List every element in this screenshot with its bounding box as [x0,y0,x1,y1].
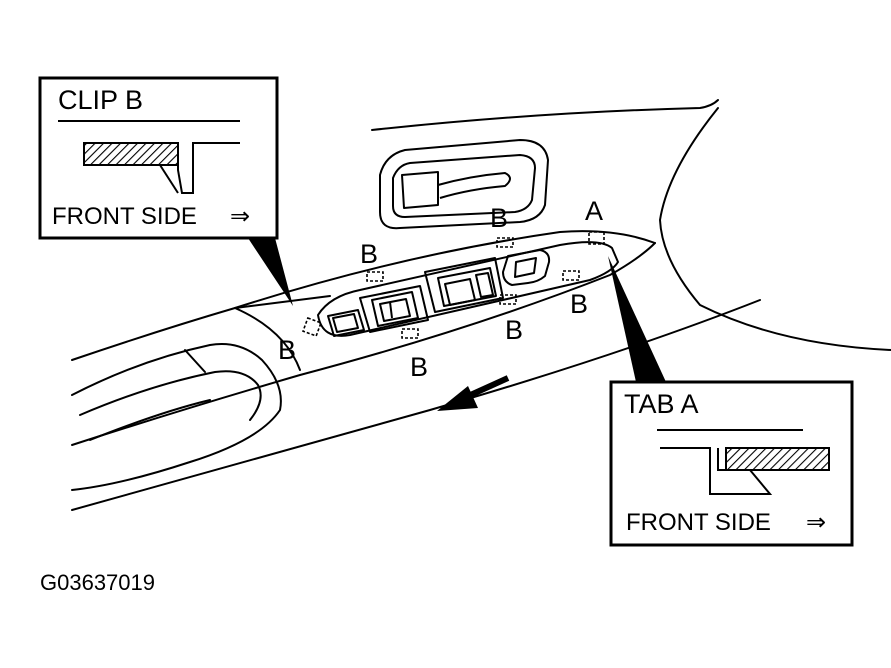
clip-b-bottom-left [401,328,419,339]
inset-clip-b-title: CLIP B [58,85,143,115]
inset-clip-b-front-label: FRONT SIDE [52,203,197,230]
clip-b-left [302,317,322,337]
callout-a: A [585,196,603,226]
tab-a-hatched-panel [725,447,830,471]
power-window-switches [317,241,619,337]
leader-wedges [248,238,666,382]
inset-clip-b: CLIP B FRONT SIDE ⇒ [38,76,279,240]
inset-tab-a-title: TAB A [624,389,699,419]
callout-b-3: B [278,335,296,365]
inset-tab-a: TAB A FRONT SIDE ⇒ [609,380,854,547]
clip-b-top-middle [496,237,514,248]
clip-b-leader [248,238,293,306]
figure-id: G03637019 [40,570,155,595]
inset-tab-a-arrow-icon: ⇒ [806,509,826,536]
callout-labels: B B A B B B B [278,196,603,382]
callout-b-1: B [360,239,378,269]
tab-a-leader [608,256,666,382]
callout-b-2: B [490,203,508,233]
inner-door-handle [379,139,549,230]
callout-b-5: B [505,315,523,345]
removal-direction-arrow [437,375,510,411]
door-panel-outline [71,99,891,511]
clip-b-right [562,270,580,281]
tab-a-location [588,231,605,245]
inset-clip-b-arrow-icon: ⇒ [230,203,250,230]
callout-b-4: B [410,352,428,382]
clip-b-bottom-middle [499,294,517,305]
clip-b-hatched-panel [83,142,179,166]
clip-locations [302,231,605,339]
callout-b-6: B [570,289,588,319]
inset-tab-a-front-label: FRONT SIDE [626,509,771,536]
clip-b-top-left [366,271,384,282]
